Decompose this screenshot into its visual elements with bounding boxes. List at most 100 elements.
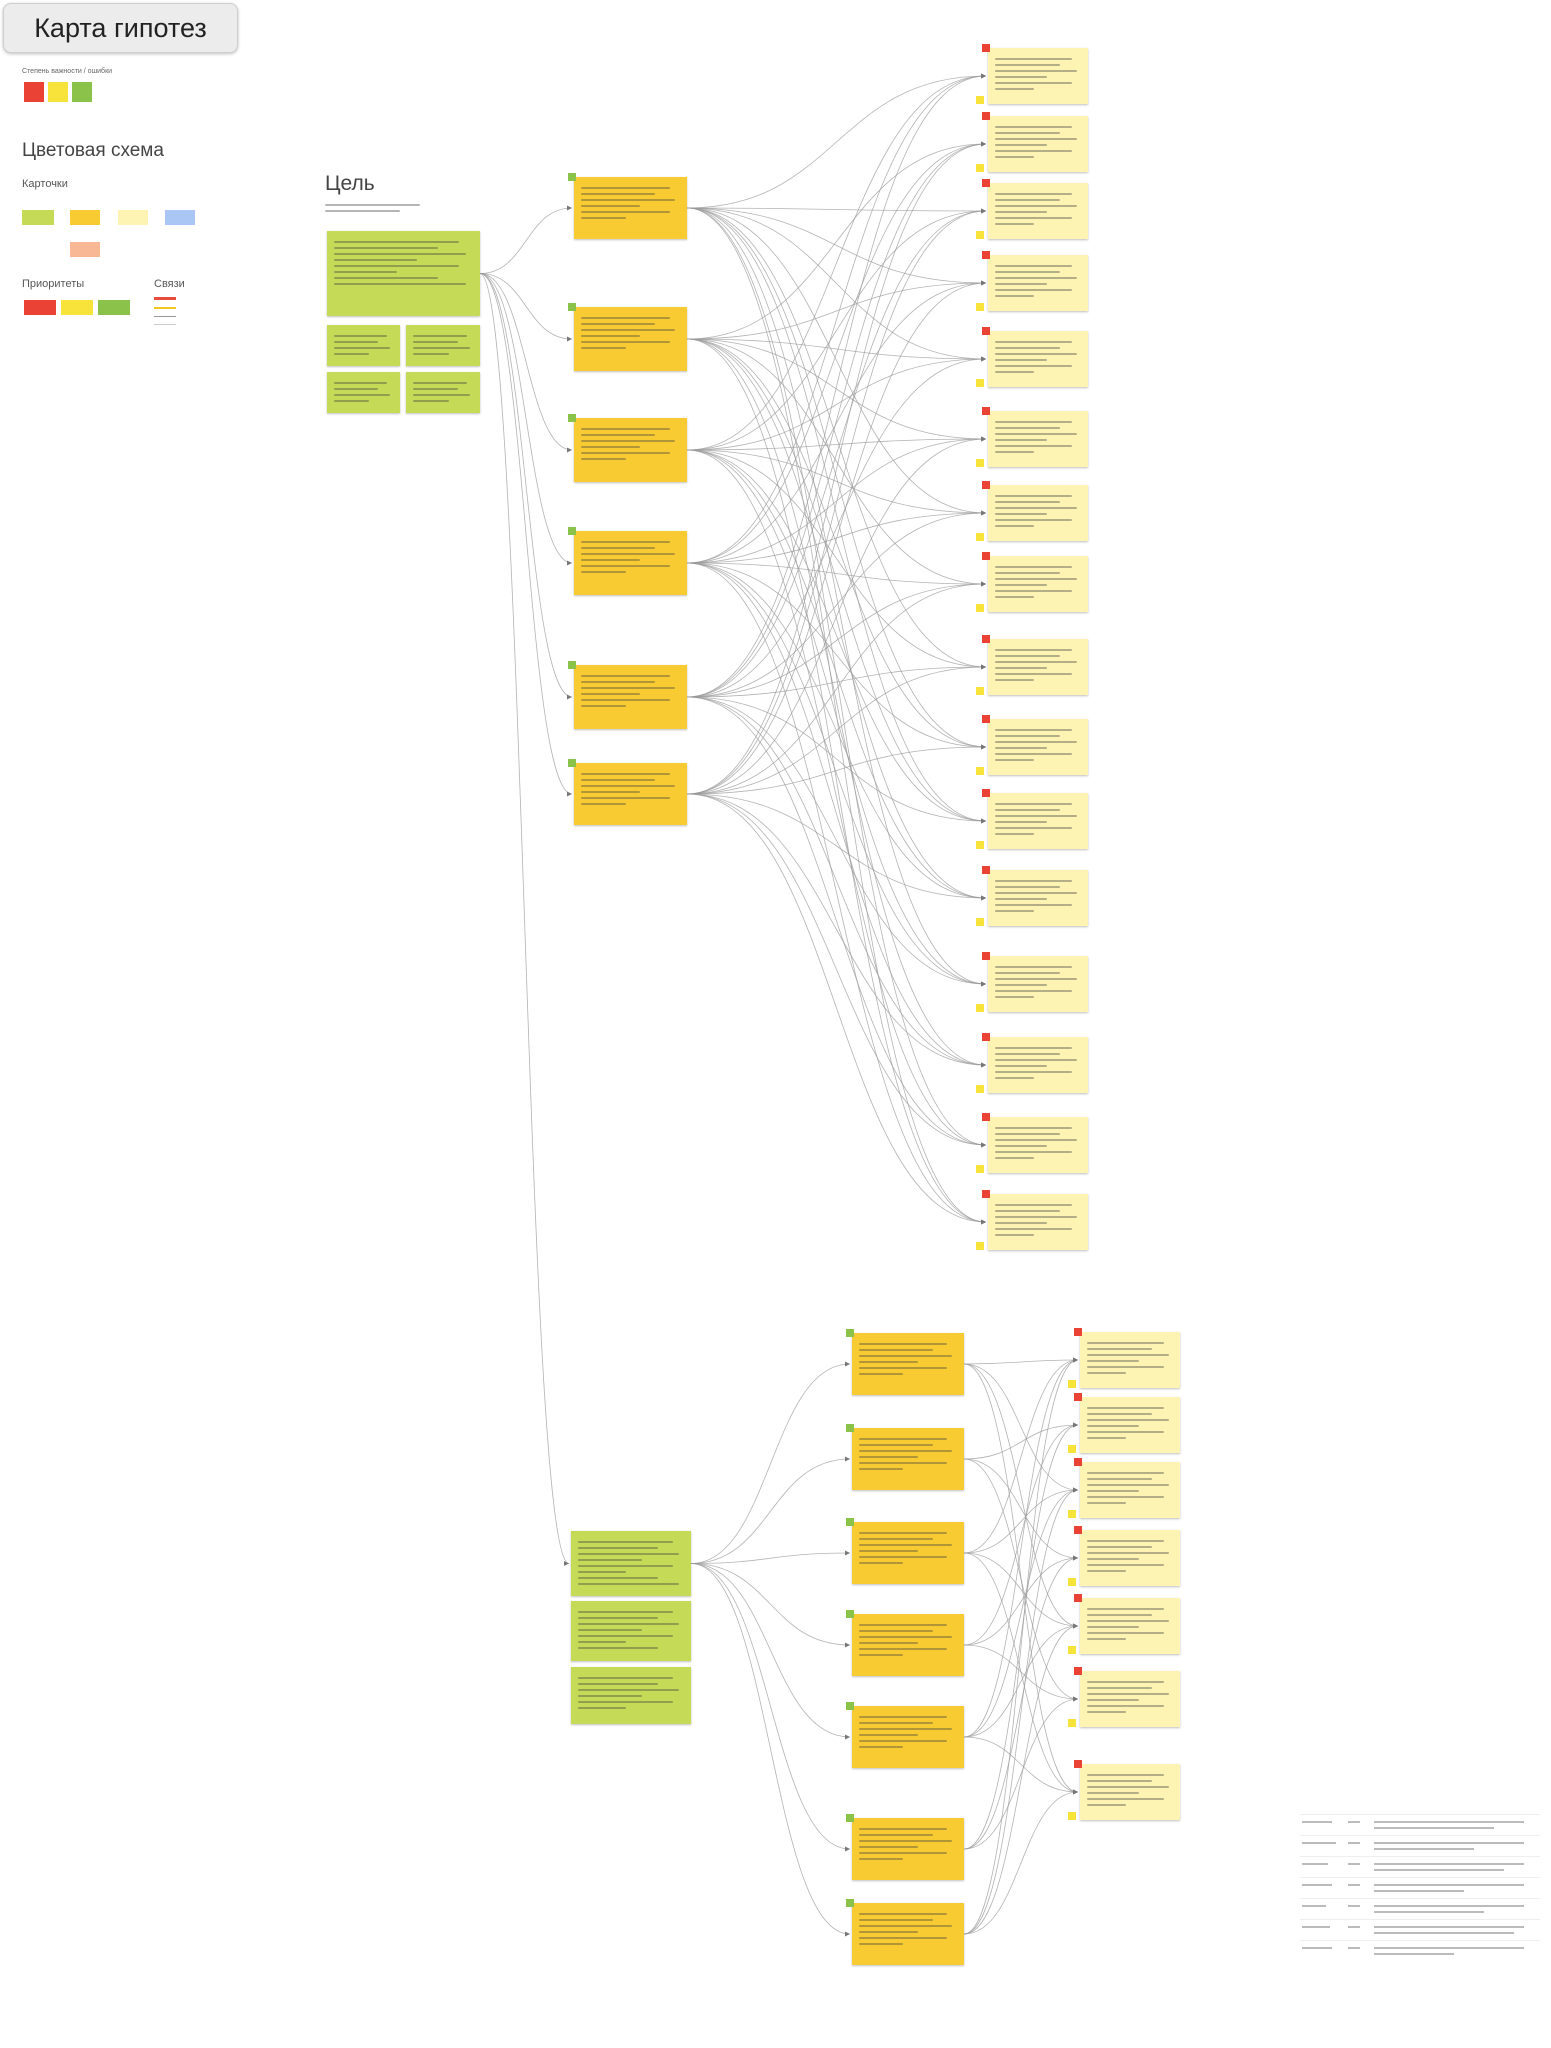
hypothesis-card-1[interactable] xyxy=(574,177,687,239)
hypothesis-card-2[interactable] xyxy=(574,307,687,371)
card-text-line xyxy=(334,241,460,243)
arrow-head-icon xyxy=(845,1846,850,1852)
card-text-line xyxy=(859,1925,953,1927)
lower-hypothesis-card-3[interactable] xyxy=(852,1522,964,1584)
lower-goal-card-sub[interactable] xyxy=(571,1601,691,1661)
task-card-3[interactable] xyxy=(988,183,1088,239)
arrow-head-icon xyxy=(1073,1422,1078,1428)
task-card-4[interactable] xyxy=(988,255,1088,311)
card-text-line xyxy=(1087,1413,1152,1415)
cards-label: Карточки xyxy=(22,178,68,190)
card-text-line xyxy=(334,341,379,343)
marker-square-icon xyxy=(1068,1719,1076,1727)
lower-hypothesis-card-7[interactable] xyxy=(852,1903,964,1965)
card-text-line xyxy=(859,1550,918,1552)
goal-card-sub[interactable] xyxy=(406,372,480,413)
connection-line xyxy=(686,75,987,451)
card-text-line xyxy=(995,1234,1034,1236)
task-card-7[interactable] xyxy=(988,485,1088,541)
hypothesis-card-6[interactable] xyxy=(574,763,687,825)
marker-square-icon xyxy=(976,379,984,387)
hypothesis-card-4[interactable] xyxy=(574,531,687,595)
task-card-6[interactable] xyxy=(988,411,1088,467)
lower-hypothesis-card-4[interactable] xyxy=(852,1614,964,1676)
card-text-line xyxy=(995,809,1060,811)
legend-card-orange xyxy=(70,210,100,225)
card-text-line xyxy=(581,699,671,701)
task-card-10[interactable] xyxy=(988,719,1088,775)
goal-card-main[interactable] xyxy=(327,231,480,316)
connection-line xyxy=(963,1424,1079,1460)
task-card-12[interactable] xyxy=(988,870,1088,926)
marker-square-icon xyxy=(568,173,576,181)
marker-square-icon xyxy=(976,303,984,311)
lower-goal-card-sub[interactable] xyxy=(571,1667,691,1724)
lower-hypothesis-card-1[interactable] xyxy=(852,1333,964,1395)
connection-line xyxy=(963,1458,1079,1559)
lower-task-card-2[interactable] xyxy=(1080,1397,1180,1453)
card-text-line xyxy=(578,1641,626,1643)
connection-line xyxy=(963,1557,1079,1646)
card-text-line xyxy=(581,681,656,683)
task-card-13[interactable] xyxy=(988,956,1088,1012)
goal-card-sub[interactable] xyxy=(327,325,400,366)
card-text-line xyxy=(1087,1626,1139,1628)
task-card-5[interactable] xyxy=(988,331,1088,387)
connection-line xyxy=(963,1552,1079,1627)
card-text-line xyxy=(578,1565,674,1567)
card-text-line xyxy=(995,519,1073,521)
lower-task-card-5[interactable] xyxy=(1080,1598,1180,1654)
arrow-head-icon xyxy=(567,694,572,700)
hypothesis-card-5[interactable] xyxy=(574,665,687,729)
task-card-1[interactable] xyxy=(988,48,1088,104)
card-text-line xyxy=(859,1943,904,1945)
arrow-head-icon xyxy=(567,336,572,342)
lower-task-card-1[interactable] xyxy=(1080,1332,1180,1388)
card-text-line xyxy=(995,371,1034,373)
card-text-line xyxy=(1087,1786,1169,1788)
connection-line xyxy=(686,562,987,985)
lower-hypothesis-card-5[interactable] xyxy=(852,1706,964,1768)
card-text-line xyxy=(995,427,1060,429)
connection-line xyxy=(963,1359,1079,1738)
lower-task-card-3[interactable] xyxy=(1080,1462,1180,1518)
connection-line xyxy=(479,273,573,564)
lower-task-card-7[interactable] xyxy=(1080,1764,1180,1820)
card-text-line xyxy=(995,199,1060,201)
card-text-line xyxy=(995,217,1073,219)
task-card-14[interactable] xyxy=(988,1037,1088,1093)
goal-card-sub[interactable] xyxy=(327,372,400,413)
card-text-line xyxy=(859,1367,948,1369)
task-card-15[interactable] xyxy=(988,1117,1088,1173)
connection-line xyxy=(686,210,987,451)
marker-square-icon xyxy=(976,533,984,541)
connection-line xyxy=(686,562,987,1223)
task-card-11[interactable] xyxy=(988,793,1088,849)
card-text-line xyxy=(1087,1792,1139,1794)
lower-task-card-6[interactable] xyxy=(1080,1671,1180,1727)
task-card-2[interactable] xyxy=(988,116,1088,172)
card-text-line xyxy=(1087,1431,1165,1433)
card-text-line xyxy=(581,329,676,331)
card-text-line xyxy=(1087,1570,1126,1572)
connection-line xyxy=(686,696,987,822)
card-text-line xyxy=(581,675,671,677)
card-text-line xyxy=(859,1462,948,1464)
lower-hypothesis-card-6[interactable] xyxy=(852,1818,964,1880)
connection-line xyxy=(690,1552,851,1564)
lower-task-card-4[interactable] xyxy=(1080,1530,1180,1586)
marker-square-icon xyxy=(982,112,990,120)
degree-label: Степень важности / ошибки xyxy=(22,68,113,75)
task-card-16[interactable] xyxy=(988,1194,1088,1250)
task-card-9[interactable] xyxy=(988,639,1088,695)
connection-line xyxy=(686,512,987,698)
goal-card-sub[interactable] xyxy=(406,325,480,366)
lower-hypothesis-card-2[interactable] xyxy=(852,1428,964,1490)
card-text-line xyxy=(581,773,671,775)
connection-line xyxy=(686,207,987,284)
hypothesis-card-3[interactable] xyxy=(574,418,687,482)
task-card-8[interactable] xyxy=(988,556,1088,612)
card-text-line xyxy=(334,283,467,285)
lower-goal-card[interactable] xyxy=(571,1531,691,1596)
card-text-line xyxy=(995,421,1073,423)
